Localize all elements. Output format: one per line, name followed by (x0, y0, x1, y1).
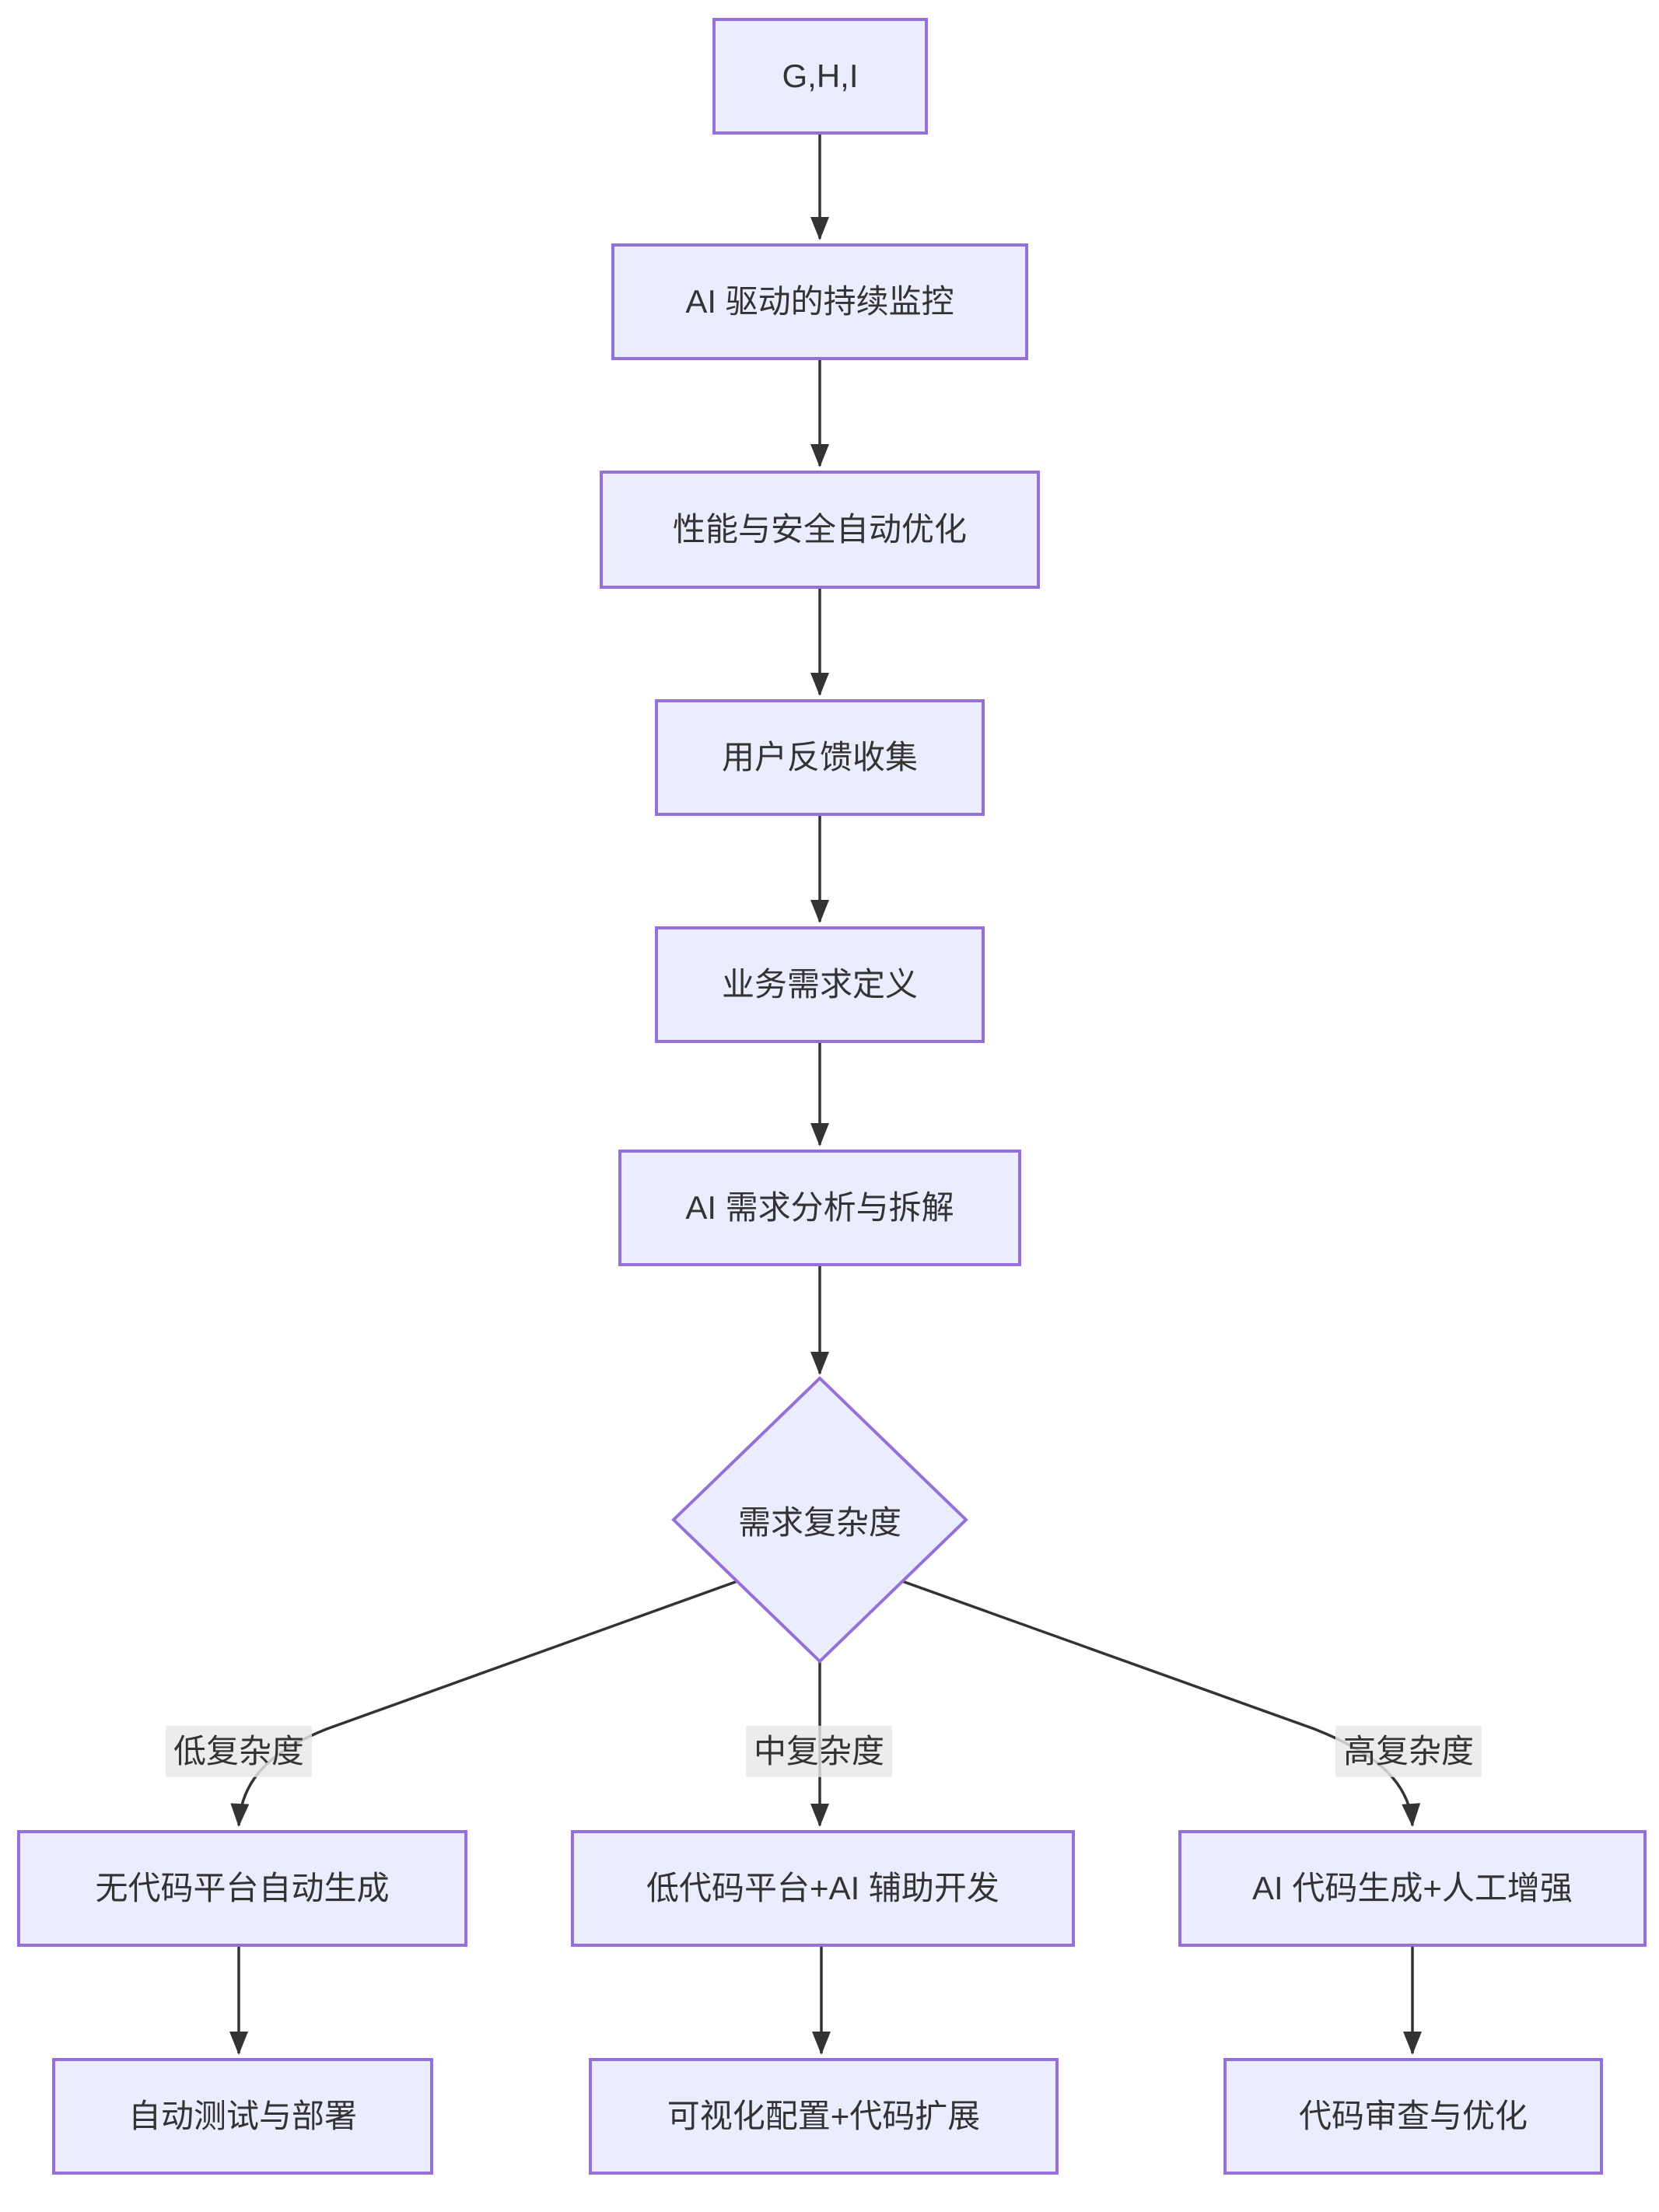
node-business-requirement: 业务需求定义 (655, 926, 985, 1043)
node-code-review-optimize: 代码审查与优化 (1223, 2058, 1603, 2175)
node-perf-security-optimization: 性能与安全自动优化 (600, 471, 1040, 589)
edge-label-low-complexity: 低复杂度 (165, 1725, 313, 1778)
edge-label-high-complexity: 高复杂度 (1335, 1725, 1482, 1778)
node-ai-code-generation: AI 代码生成+人工增强 (1178, 1830, 1647, 1947)
node-ai-requirement-analysis: AI 需求分析与拆解 (618, 1150, 1021, 1266)
node-ai-monitoring: AI 驱动的持续监控 (611, 243, 1028, 360)
edge-complexity-nocode (230, 1580, 738, 1827)
edge-label-medium-complexity: 中复杂度 (745, 1725, 893, 1778)
edge-complexity-aicode (901, 1580, 1421, 1827)
node-nocode-platform: 无代码平台自动生成 (17, 1830, 467, 1947)
node-auto-test-deploy: 自动测试与部署 (52, 2058, 433, 2175)
node-complexity-decision: 需求复杂度 (670, 1375, 969, 1664)
diamond-label: 需求复杂度 (737, 1503, 901, 1541)
node-visual-config-extend: 可视化配置+代码扩展 (589, 2058, 1059, 2175)
node-lowcode-platform: 低代码平台+AI 辅助开发 (571, 1830, 1075, 1947)
diamond-shape (671, 1376, 968, 1664)
node-user-feedback: 用户反馈收集 (655, 699, 985, 816)
node-ghi: G,H,I (712, 18, 928, 135)
